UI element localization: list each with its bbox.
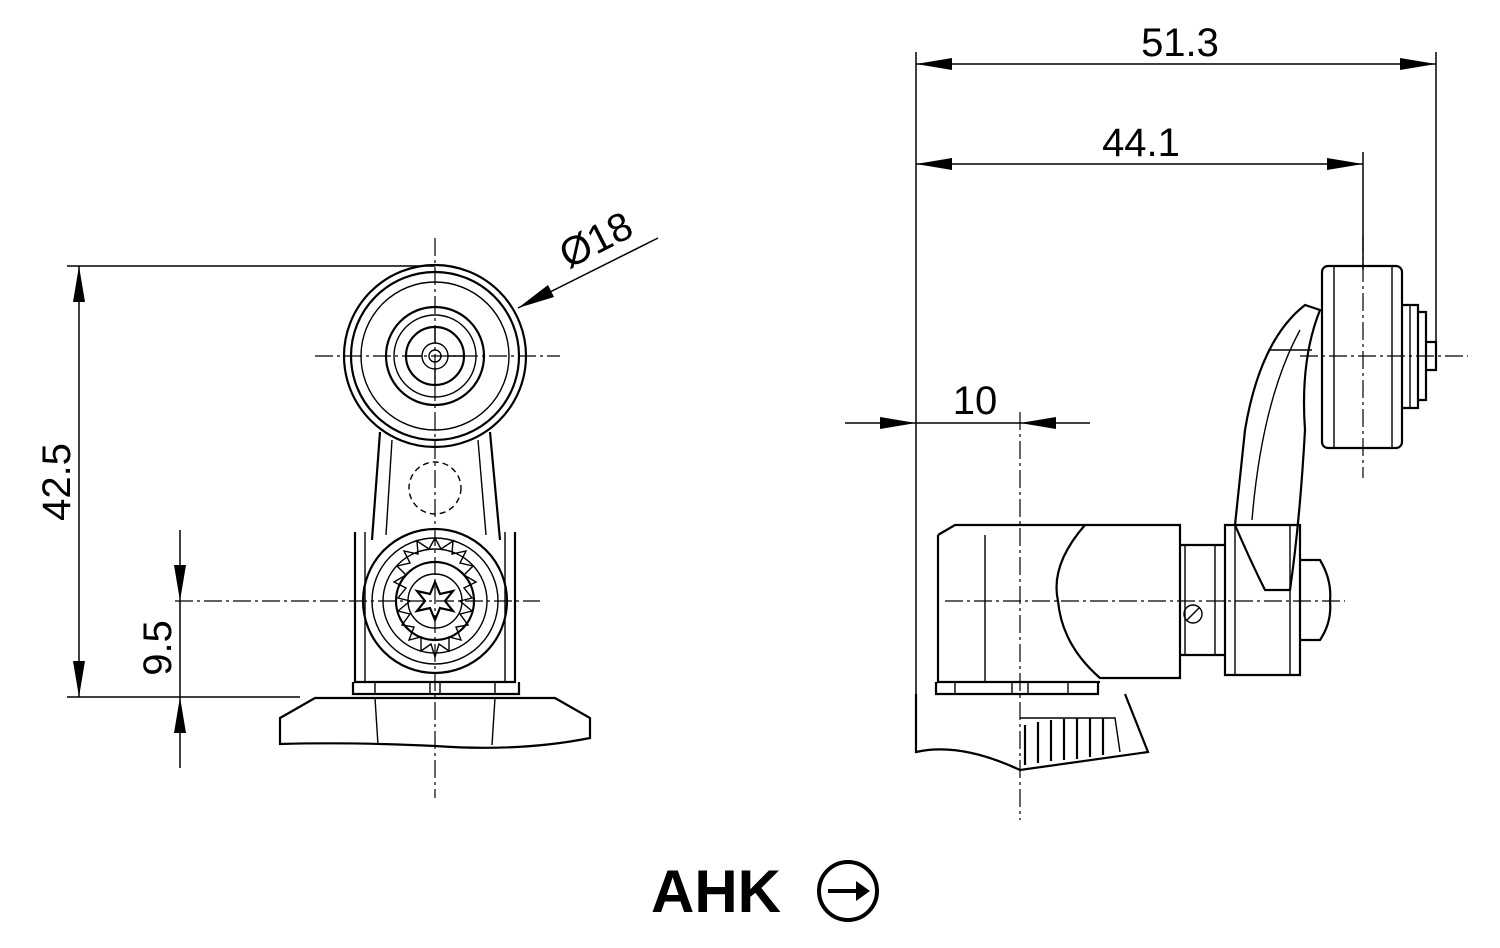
side-view bbox=[914, 235, 1468, 820]
circled-right-arrow-icon bbox=[817, 860, 879, 922]
actuation-label: AHK bbox=[651, 858, 781, 925]
front-view bbox=[175, 238, 592, 798]
dim-total-height: 42.5 bbox=[35, 443, 79, 521]
roller-side bbox=[1320, 264, 1438, 450]
dim-roller-diameter: Ø18 bbox=[552, 204, 639, 278]
dim-roller-offset: 44.1 bbox=[1102, 121, 1180, 165]
dimension-lines bbox=[67, 52, 1437, 768]
dim-shaft-offset: 10 bbox=[953, 379, 998, 423]
dim-overall-width: 51.3 bbox=[1141, 21, 1219, 65]
serrated-disc bbox=[361, 527, 509, 675]
roller-front bbox=[342, 263, 528, 449]
dim-shaft-height: 9.5 bbox=[136, 620, 180, 676]
